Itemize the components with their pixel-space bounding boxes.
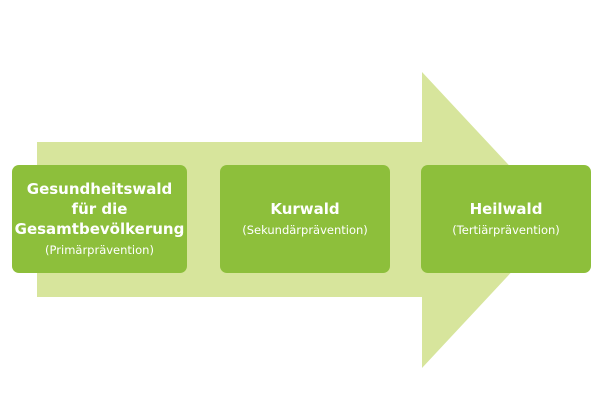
stage-subtitle: (Primärprävention) [45, 243, 154, 257]
stage-subtitle: (Sekundärprävention) [242, 223, 368, 237]
stage-title: Gesundheitswald für die Gesamtbevölkerun… [14, 180, 185, 238]
stage-box-primary: Gesundheitswald für die Gesamtbevölkerun… [12, 165, 187, 273]
stage-box-secondary: Kurwald (Sekundärprävention) [220, 165, 390, 273]
stage-subtitle: (Tertiärprävention) [452, 223, 560, 237]
stage-title: Kurwald [270, 200, 340, 218]
stage-title: Heilwald [469, 200, 543, 218]
stage-box-tertiary: Heilwald (Tertiärprävention) [421, 165, 591, 273]
